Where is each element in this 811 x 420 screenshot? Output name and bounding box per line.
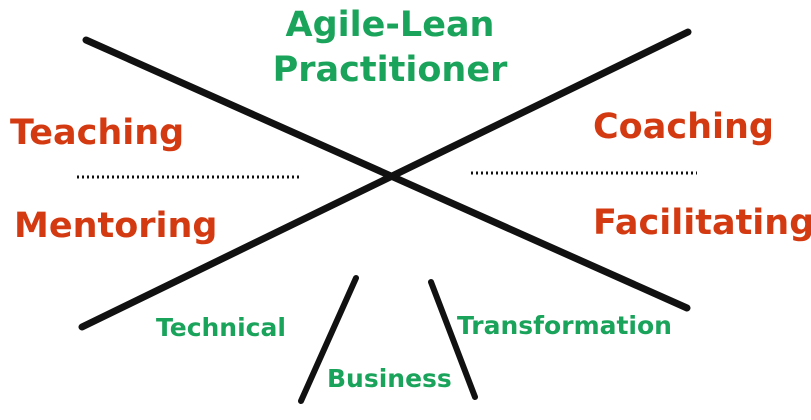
cross-line-descending <box>82 36 691 312</box>
left-top-label: Teaching <box>10 113 185 153</box>
right-top-label: Coaching <box>593 107 774 147</box>
cross-line-ascending <box>78 28 692 331</box>
left-branch-label: Technical <box>156 313 286 342</box>
left-bottom-label: Mentoring <box>14 206 218 246</box>
right-bottom-label: Facilitating <box>593 203 811 243</box>
right-branch-label: Transformation <box>457 311 672 340</box>
center-branch-label: Business <box>327 364 452 393</box>
title-line-2: Practitioner <box>272 50 508 90</box>
left-lower-branch-line <box>298 275 359 404</box>
title-line-1: Agile-Lean <box>285 5 495 45</box>
right-lower-branch-line <box>428 279 478 400</box>
